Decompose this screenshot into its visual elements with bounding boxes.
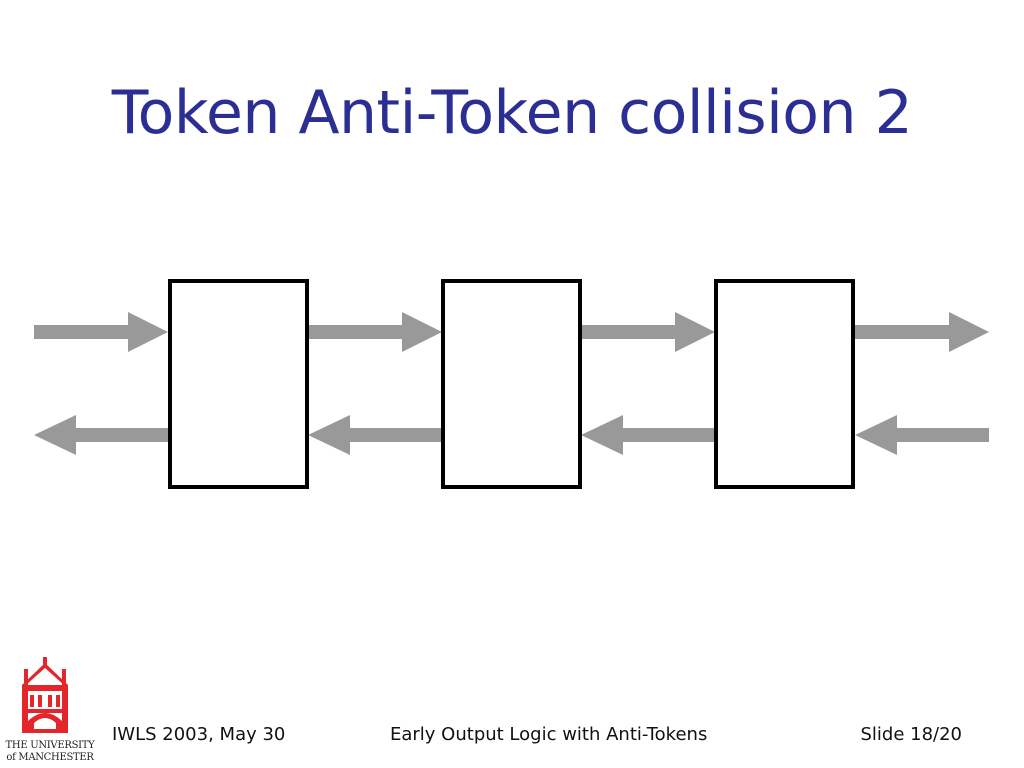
backward-arrow-4	[855, 415, 989, 455]
backward-arrows	[34, 415, 989, 455]
footer-slide-number: Slide 18/20	[860, 724, 962, 745]
backward-arrow-3	[581, 415, 715, 455]
forward-arrow-2	[308, 312, 442, 352]
logo-text-line2: of MANCHESTER	[6, 752, 94, 763]
stage-box-2	[441, 279, 582, 489]
stage-boxes	[168, 279, 855, 489]
university-crest-logo	[22, 657, 68, 733]
logo-text-line1: THE UNIVERSITY	[5, 740, 95, 751]
forward-arrows	[34, 312, 989, 352]
stage-box-1	[168, 279, 309, 489]
forward-arrow-1	[34, 312, 168, 352]
footer-presentation-title: Early Output Logic with Anti-Tokens	[390, 724, 708, 745]
slide-title: Token Anti-Token collision 2	[111, 78, 913, 148]
forward-arrow-4	[855, 312, 989, 352]
backward-arrow-1	[34, 415, 168, 455]
backward-arrow-2	[308, 415, 442, 455]
stage-box-3	[714, 279, 855, 489]
forward-arrow-3	[581, 312, 715, 352]
footer-conference: IWLS 2003, May 30	[112, 724, 286, 745]
